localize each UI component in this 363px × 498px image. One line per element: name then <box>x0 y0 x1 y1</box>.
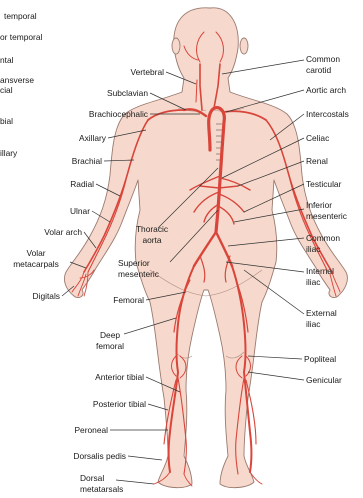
label-maxillary-clipped: illary <box>0 148 17 158</box>
label-renal: Renal <box>306 156 328 166</box>
label-thoracic-aorta-2: aorta <box>132 235 172 245</box>
label-transverse-facial-clipped-2: cial <box>0 85 13 95</box>
leader-dorsalis-pedis <box>128 456 162 460</box>
label-dorsalis-pedis: Dorsalis pedis <box>48 451 126 461</box>
label-ulnar: Ulnar <box>36 206 90 216</box>
label-volar-metacarpals-2: metacarpals <box>4 259 68 269</box>
label-anterior-tibial: Anterior tibial <box>64 372 144 382</box>
label-axillary: Axillary <box>50 133 106 143</box>
label-femoral: Femoral <box>92 295 144 305</box>
label-deep-femoral-2: femoral <box>90 341 130 351</box>
label-inferior-mesenteric-2: mesenteric <box>306 211 347 221</box>
label-genicular: Genicular <box>306 375 342 385</box>
label-volar-metacarpals-1: Volar <box>4 248 68 258</box>
label-dorsal-metatarsals-2: metatarsals <box>80 484 123 494</box>
label-posterior-tibial: Posterior tibial <box>62 399 146 409</box>
label-external-iliac-2: iliac <box>306 319 320 329</box>
label-brachiocephalic: Brachiocephalic <box>66 109 148 119</box>
label-inferior-mesenteric-1: Inferior <box>306 200 332 210</box>
label-vertebral: Vertebral <box>98 67 164 77</box>
label-popliteal: Popliteal <box>304 354 336 364</box>
leader-genicular <box>248 372 304 380</box>
label-intercostals: Intercostals <box>306 109 349 119</box>
label-thoracic-aorta-1: Thoracic <box>132 224 172 234</box>
right-ear <box>240 38 248 54</box>
label-common-carotid-1: Common <box>306 54 340 64</box>
label-superior-mesenteric-1: Superior <box>118 258 150 268</box>
label-transverse-facial-clipped-1: ansverse <box>0 75 34 85</box>
label-facial-clipped: or temporal <box>0 32 42 42</box>
label-common-iliac-2: iliac <box>306 244 320 254</box>
label-celiac: Celiac <box>306 133 329 143</box>
label-radial: Radial <box>40 179 94 189</box>
label-superior-mesenteric-2: mesenteric <box>118 269 159 279</box>
label-brachial: Brachial <box>46 156 102 166</box>
label-digitals: Digitals <box>14 291 60 301</box>
label-volar-arch: Volar arch <box>20 227 82 237</box>
label-internal-iliac-1: Internal <box>306 266 334 276</box>
left-ear <box>172 38 180 54</box>
label-temporal-clipped: temporal <box>4 11 37 21</box>
label-peroneal: Peroneal <box>56 425 108 435</box>
label-common-carotid-2: carotid <box>306 65 331 75</box>
label-deep-femoral-1: Deep <box>90 330 130 340</box>
leader-popliteal <box>248 356 302 359</box>
label-internal-iliac-2: iliac <box>306 277 320 287</box>
label-external-iliac-1: External <box>306 308 337 318</box>
label-mental-clipped: ntal <box>0 55 14 65</box>
label-dorsal-metatarsals-1: Dorsal <box>80 473 104 483</box>
label-testicular: Testicular <box>306 179 341 189</box>
label-aortic-arch: Aortic arch <box>306 85 346 95</box>
label-tibial-clipped: bial <box>0 116 13 126</box>
label-subclavian: Subclavian <box>78 88 148 98</box>
label-common-iliac-1: Common <box>306 233 340 243</box>
